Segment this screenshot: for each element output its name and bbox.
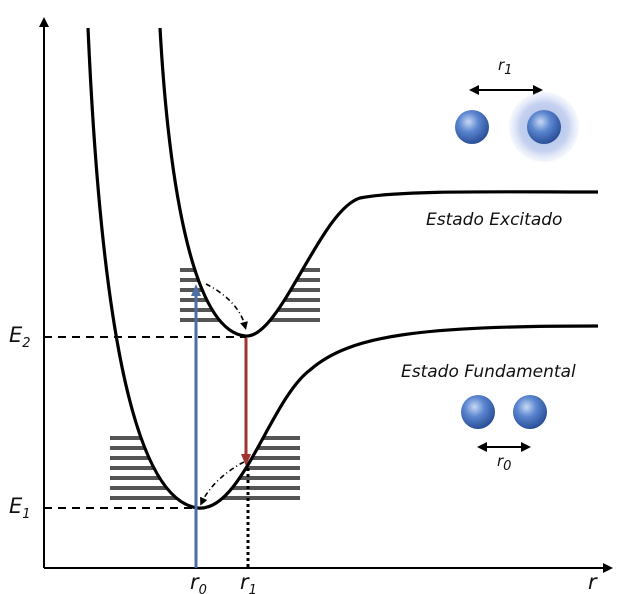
atom-icon <box>513 395 547 429</box>
ground-vibrational-levels <box>110 436 300 500</box>
ground-state-curve <box>86 27 599 510</box>
excited-relaxation-arrow <box>205 283 248 330</box>
e2-label: E2 <box>9 323 31 351</box>
atom-icon <box>461 395 495 429</box>
ground-state-label: Estado Fundamental <box>401 362 576 382</box>
excited-state-label: Estado Excitado <box>426 210 562 230</box>
r0-axis-label: r0 <box>190 570 207 594</box>
ground-molecule <box>461 395 547 452</box>
r-axis-label: r <box>588 570 598 594</box>
excited-state-curve <box>158 27 599 338</box>
r0-bottom-label: r0 <box>497 452 511 474</box>
excited-molecule <box>455 85 579 162</box>
r1-top-label: r1 <box>498 56 512 78</box>
atom-icon <box>527 110 561 144</box>
ground-relaxation-arrow <box>200 461 245 506</box>
atom-icon <box>455 110 489 144</box>
e1-label: E1 <box>9 494 31 522</box>
r1-axis-label: r1 <box>240 570 257 594</box>
